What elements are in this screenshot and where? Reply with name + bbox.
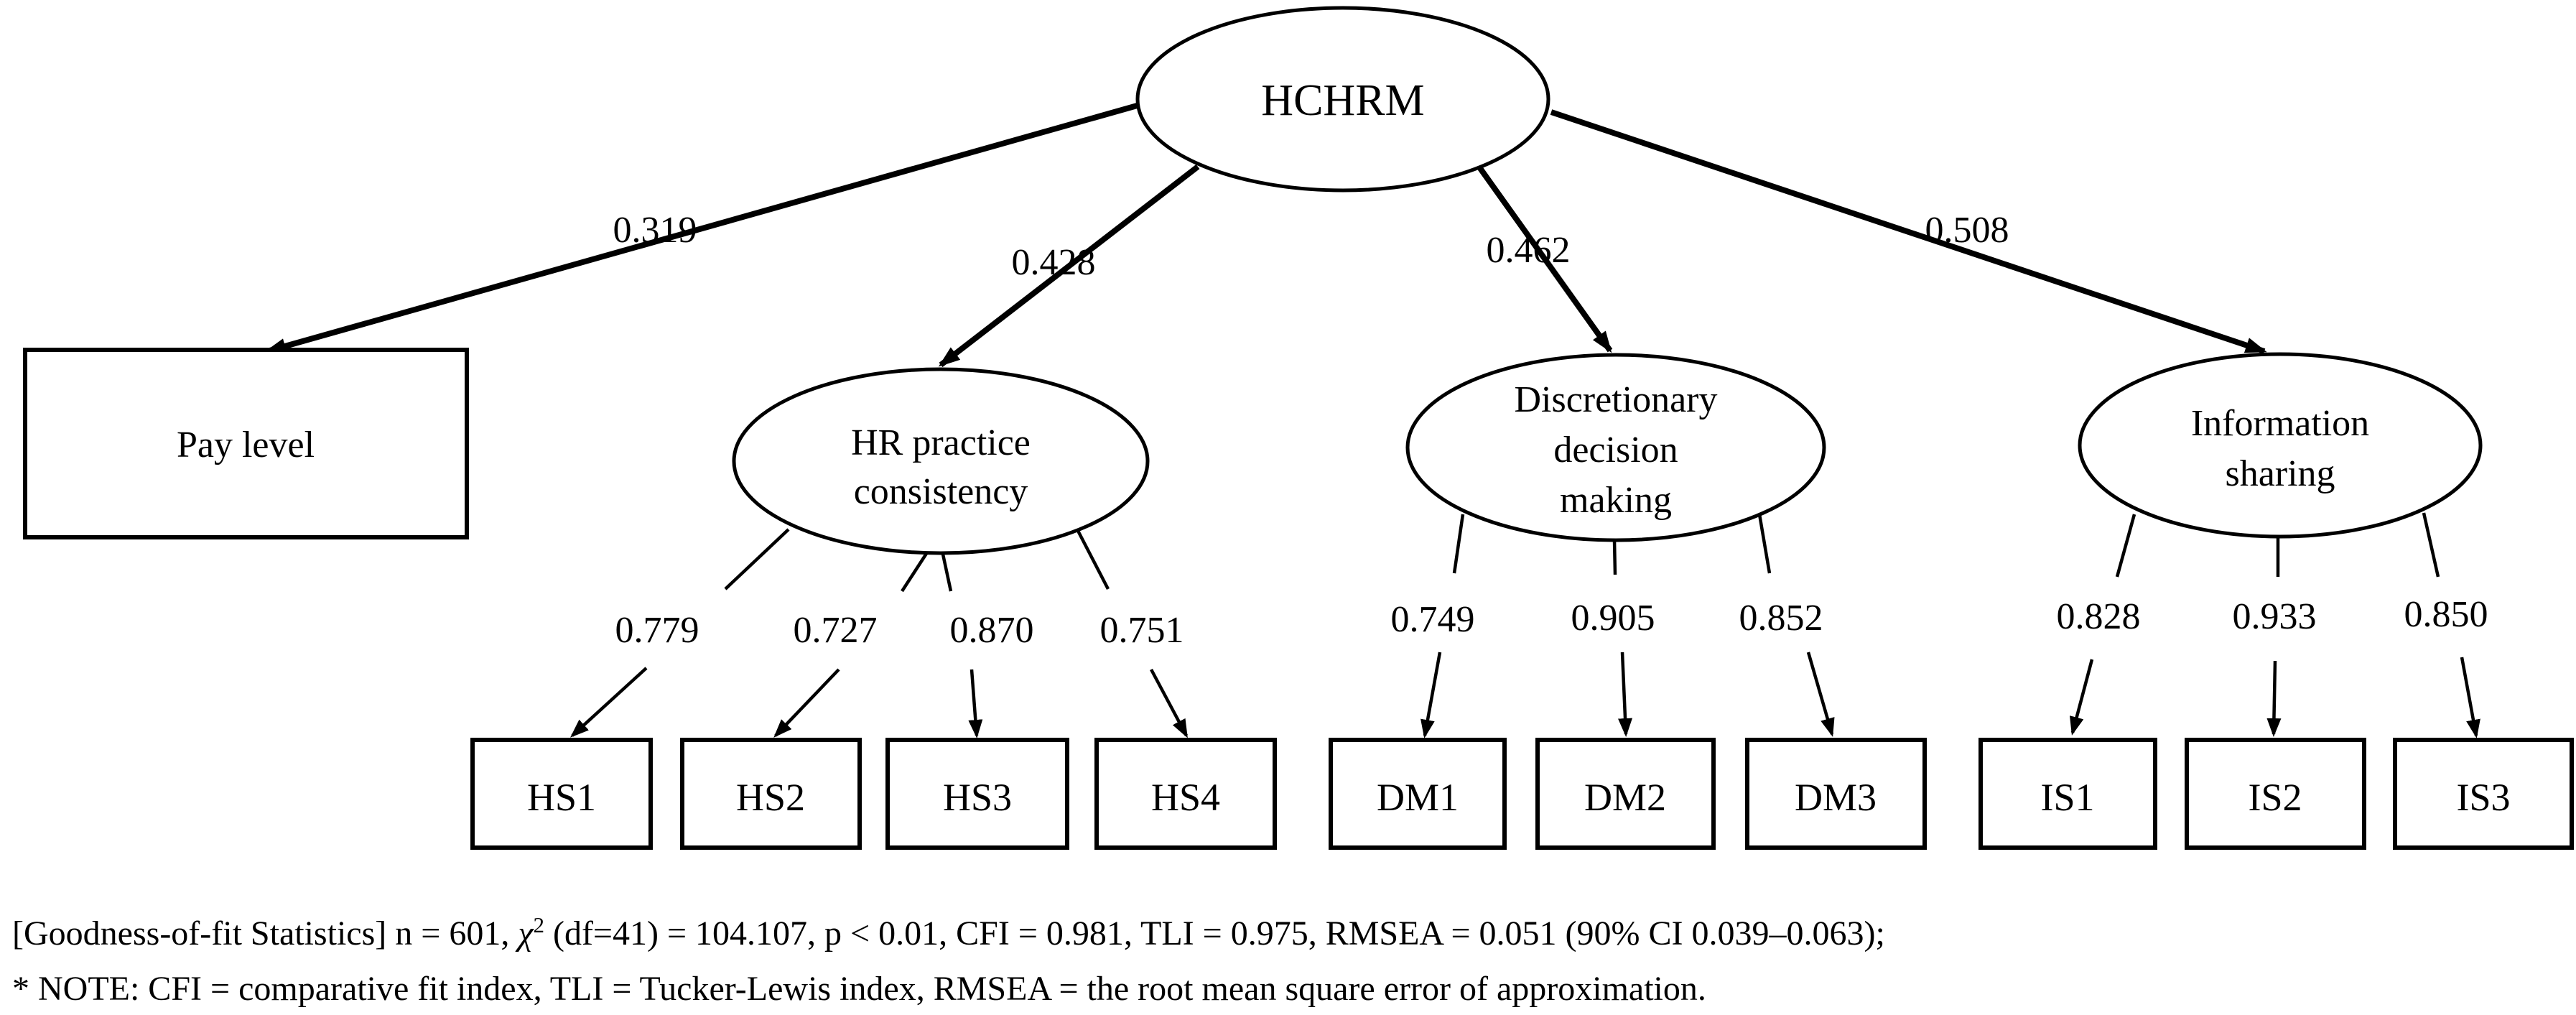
- observed-hs3-box: [885, 738, 1069, 850]
- coefficient-hr-practice: 0.428: [1012, 242, 1096, 283]
- latent-dm-label-line3: making: [1560, 480, 1672, 521]
- observed-pay-level-box: [23, 348, 469, 539]
- loading-stub-is1: [2115, 514, 2136, 578]
- loading-arrow-dm2: [1618, 652, 1633, 737]
- abbreviations-note: * NOTE: CFI = comparative fit index, TLI…: [12, 970, 1706, 1008]
- loading-arrow-is3: [2460, 657, 2480, 738]
- observed-hs4-label: HS4: [1151, 776, 1220, 819]
- loading-is2-value: 0.933: [2233, 596, 2317, 637]
- latent-hr-practice-consistency-ellipse: [732, 367, 1150, 555]
- loading-is3-value: 0.850: [2404, 594, 2488, 635]
- path-hchrm-to-pay-level: [264, 102, 1141, 354]
- path-hchrm-to-information-sharing: [1550, 109, 2267, 354]
- latent-is-label-line1: Information: [2191, 403, 2369, 444]
- latent-dm-label-line2: decision: [1553, 430, 1678, 471]
- observed-dm1-box: [1329, 738, 1507, 850]
- loading-arrow-is1: [2069, 659, 2094, 736]
- loading-hs4-value: 0.751: [1100, 610, 1184, 651]
- loading-stub-dm3: [1757, 514, 1772, 574]
- loading-arrow-hs2: [773, 668, 840, 738]
- observed-dm1-label: DM1: [1377, 776, 1459, 819]
- loading-dm3-value: 0.852: [1739, 598, 1823, 639]
- latent-hr-label-line1: HR practice: [851, 422, 1031, 463]
- loading-hs1-value: 0.779: [615, 610, 699, 651]
- loading-is1-value: 0.828: [2057, 596, 2141, 637]
- latent-information-sharing-ellipse: [2078, 352, 2483, 539]
- loading-arrow-dm3: [1806, 652, 1835, 737]
- observed-hs1-label: HS1: [527, 776, 596, 819]
- observed-hs2-label: HS2: [736, 776, 805, 819]
- loading-arrow-dm1: [1420, 652, 1442, 738]
- observed-hs2-box: [680, 738, 862, 850]
- coefficient-discretionary: 0.462: [1487, 230, 1571, 271]
- loading-stub-hs3: [940, 550, 953, 592]
- observed-hs4-box: [1094, 738, 1277, 850]
- observed-dm2-label: DM2: [1584, 776, 1666, 819]
- loading-hs3-value: 0.870: [950, 610, 1034, 651]
- path-hchrm-to-discretionary-decision-making: [1475, 163, 1613, 353]
- observed-is2-label: IS2: [2248, 776, 2302, 819]
- loading-stub-hs4: [1075, 527, 1110, 590]
- latent-hchrm-label: HCHRM: [1261, 76, 1424, 125]
- coefficient-pay-level: 0.319: [613, 210, 697, 251]
- loading-arrow-hs4: [1150, 668, 1188, 738]
- observed-dm2-box: [1535, 738, 1716, 850]
- fit-statistics-note: [Goodness-of-fit Statistics] n = 601, χ2…: [12, 912, 1885, 953]
- observed-hs1-box: [470, 738, 653, 850]
- latent-is-label-line2: sharing: [2225, 453, 2335, 494]
- loading-stub-hs2: [901, 549, 930, 593]
- path-hchrm-to-hr-practice-consistency: [938, 164, 1200, 368]
- loading-stub-hs1: [724, 528, 790, 590]
- observed-is3-label: IS3: [2456, 776, 2510, 819]
- observed-is2-box: [2185, 738, 2366, 850]
- loading-arrow-is2: [2266, 660, 2282, 737]
- loading-stub-is3: [2422, 512, 2440, 578]
- observed-pay-level-label: Pay level: [177, 425, 315, 465]
- observed-is1-box: [1979, 738, 2157, 850]
- latent-dm-label-line1: Discretionary: [1514, 379, 1717, 420]
- loading-arrow-hs3: [968, 669, 983, 738]
- observed-dm3-label: DM3: [1795, 776, 1877, 819]
- observed-is3-box: [2393, 738, 2574, 850]
- observed-hs3-label: HS3: [943, 776, 1012, 819]
- loading-dm2-value: 0.905: [1571, 598, 1655, 639]
- loading-stub-dm2: [1612, 539, 1617, 575]
- loading-dm1-value: 0.749: [1391, 599, 1475, 640]
- latent-hr-label-line2: consistency: [854, 471, 1028, 512]
- observed-dm3-box: [1745, 738, 1927, 850]
- loading-arrow-hs1: [570, 667, 648, 738]
- observed-is1-label: IS1: [2040, 776, 2094, 819]
- loading-hs2-value: 0.727: [794, 610, 878, 651]
- latent-hchrm-ellipse: [1135, 6, 1550, 193]
- coefficient-information-sharing: 0.508: [1925, 210, 2009, 251]
- loading-stub-dm1: [1452, 514, 1465, 574]
- latent-discretionary-decision-making-ellipse: [1405, 353, 1826, 542]
